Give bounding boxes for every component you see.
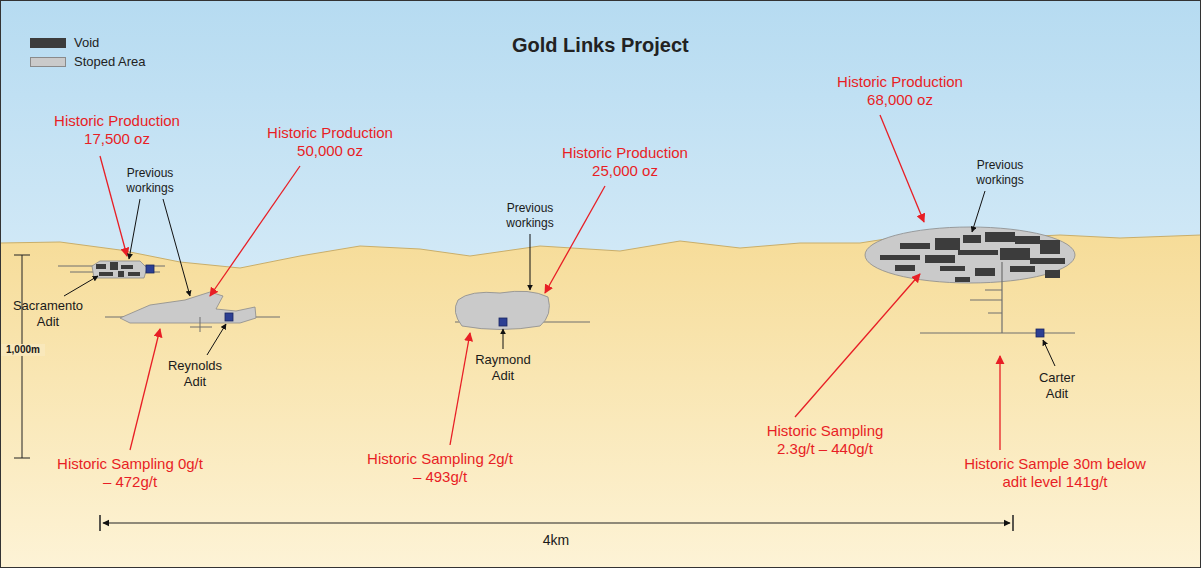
diagram-title: Gold Links Project bbox=[512, 34, 689, 57]
production-callout: Historic Production 25,000 oz bbox=[545, 144, 705, 181]
leader-arrow bbox=[972, 191, 985, 232]
legend-swatch bbox=[30, 57, 66, 67]
leader-arrow bbox=[450, 333, 470, 445]
dimension-tick bbox=[14, 255, 30, 256]
dimension-label: 4km bbox=[526, 532, 586, 549]
void bbox=[96, 262, 140, 277]
adit-label: Carter Adit bbox=[1028, 370, 1086, 402]
sublevel-line bbox=[190, 327, 212, 328]
stoped-area bbox=[865, 227, 1075, 283]
workings-label: Previous workings bbox=[494, 201, 566, 230]
leader-arrow bbox=[1043, 340, 1055, 366]
leader-arrow bbox=[795, 274, 920, 417]
leader-arrow bbox=[545, 186, 605, 293]
adit-portal bbox=[146, 265, 154, 273]
production-callout: Historic Production 50,000 oz bbox=[250, 124, 410, 161]
production-callout: Historic Production 68,000 oz bbox=[820, 73, 980, 110]
legend-text: Void bbox=[74, 35, 99, 51]
legend-text: Stoped Area bbox=[74, 54, 146, 70]
winze-line bbox=[200, 317, 201, 332]
sublevel-line bbox=[970, 300, 1002, 301]
production-callout: Historic Production 17,500 oz bbox=[37, 112, 197, 149]
leader-arrow bbox=[129, 199, 140, 259]
adit-portal bbox=[1036, 329, 1044, 337]
leader-arrow bbox=[163, 199, 190, 296]
adit-level-line bbox=[920, 333, 1075, 334]
leader-arrow bbox=[100, 156, 127, 256]
stoped-area bbox=[92, 261, 147, 278]
leader-arrow bbox=[880, 115, 924, 222]
leader-arrow bbox=[130, 329, 160, 450]
sampling-callout: Historic Sampling 0g/t – 472g/t bbox=[55, 455, 205, 492]
sublevel-line bbox=[985, 290, 1002, 291]
dimension-tick bbox=[99, 515, 101, 531]
leader-arrow bbox=[503, 329, 504, 349]
workings-label: Previous workings bbox=[114, 166, 186, 195]
ground bbox=[0, 232, 1201, 568]
leader-arrow bbox=[64, 276, 98, 296]
dimension-label: 1,000m bbox=[1, 344, 45, 356]
void bbox=[880, 232, 1065, 282]
workings-label: Previous workings bbox=[964, 158, 1036, 187]
sampling-callout: Historic Sampling 2g/t – 493g/t bbox=[365, 450, 515, 487]
length-dimension-line bbox=[103, 522, 1010, 523]
leader-arrow bbox=[210, 166, 300, 296]
dimension-tick bbox=[1012, 515, 1014, 531]
sampling-callout: Historic Sample 30m below adit level 141… bbox=[950, 455, 1160, 492]
leader-arrow bbox=[530, 234, 531, 290]
sampling-callout: Historic Sampling 2.3g/t – 440g/t bbox=[750, 422, 900, 459]
adit-portal bbox=[225, 313, 233, 321]
stoped-area bbox=[120, 292, 256, 323]
sublevel-line bbox=[988, 313, 1002, 314]
stoped-area bbox=[455, 291, 549, 329]
depth-dimension-line bbox=[22, 255, 23, 458]
dimension-tick bbox=[14, 458, 30, 459]
shaft-line bbox=[1001, 262, 1002, 333]
adit-label: Reynolds Adit bbox=[161, 358, 229, 390]
adit-label: Raymond Adit bbox=[469, 352, 537, 384]
adit-label: Sacramento Adit bbox=[5, 298, 91, 330]
legend-swatch bbox=[30, 38, 66, 48]
leader-arrow bbox=[207, 324, 226, 355]
leader-arrow bbox=[999, 356, 1000, 450]
adit-portal bbox=[499, 318, 507, 326]
